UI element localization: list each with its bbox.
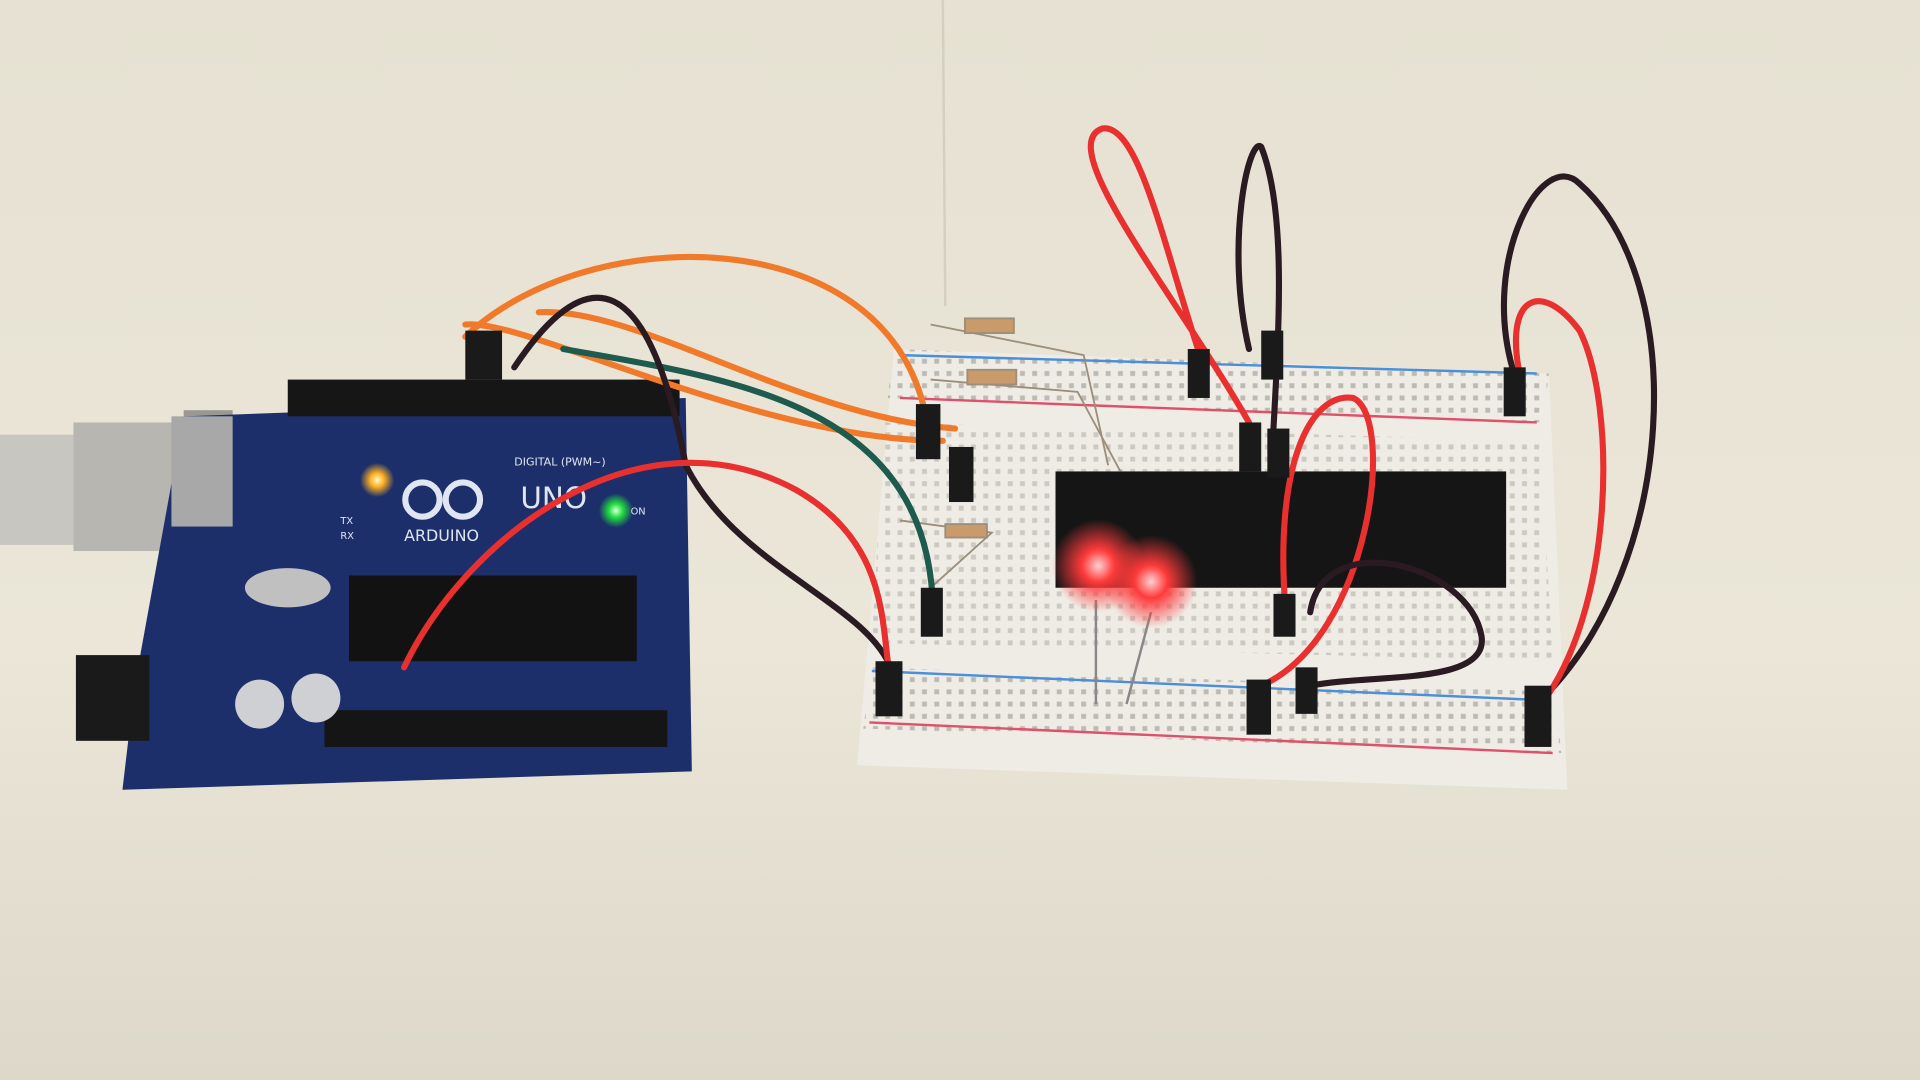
wire-red <box>1258 394 1377 689</box>
power-led-green <box>598 493 634 528</box>
wire-red <box>1512 298 1607 714</box>
red-leds <box>1051 519 1198 705</box>
arduino-uno-board: ARDUINO UNO DIGITAL (PWM~) ON TX RX <box>75 379 692 790</box>
power-led-label: ON <box>631 506 646 517</box>
wire-green <box>560 345 937 616</box>
wire-plugs <box>465 330 1552 747</box>
wire-orange <box>535 309 959 432</box>
wire-black <box>1235 142 1282 432</box>
model-label: UNO <box>520 481 587 515</box>
wire-black <box>1307 559 1485 689</box>
capacitor <box>235 679 285 729</box>
status-led-yellow <box>360 462 395 498</box>
digital-header-label: DIGITAL (PWM~) <box>514 455 605 468</box>
breadboard <box>857 348 1568 790</box>
wire-orange <box>462 254 928 414</box>
rail-red-bottom <box>869 721 1553 755</box>
power-jack <box>75 655 150 741</box>
rail-blue-top <box>899 353 1537 375</box>
tx-label: TX <box>339 516 353 527</box>
led-red-2 <box>1104 535 1198 629</box>
resistors <box>899 317 1122 589</box>
wire-black <box>1500 173 1658 702</box>
digital-header <box>287 379 680 417</box>
rail-blue-bottom <box>871 669 1550 702</box>
surface-seam <box>941 0 947 307</box>
rx-label: RX <box>340 531 354 542</box>
analog-header <box>324 710 668 747</box>
microcontroller-chip <box>348 575 637 662</box>
usb-socket <box>171 416 233 527</box>
wire-red <box>1087 125 1253 426</box>
brand-label: ARDUINO <box>404 526 479 545</box>
jumper-wires <box>401 125 1658 714</box>
capacitor <box>291 673 341 723</box>
wire-red <box>401 459 891 671</box>
wire-orange <box>462 321 946 444</box>
crystal <box>244 568 331 608</box>
rail-red-top <box>899 396 1537 424</box>
arduino-logo <box>402 479 484 520</box>
